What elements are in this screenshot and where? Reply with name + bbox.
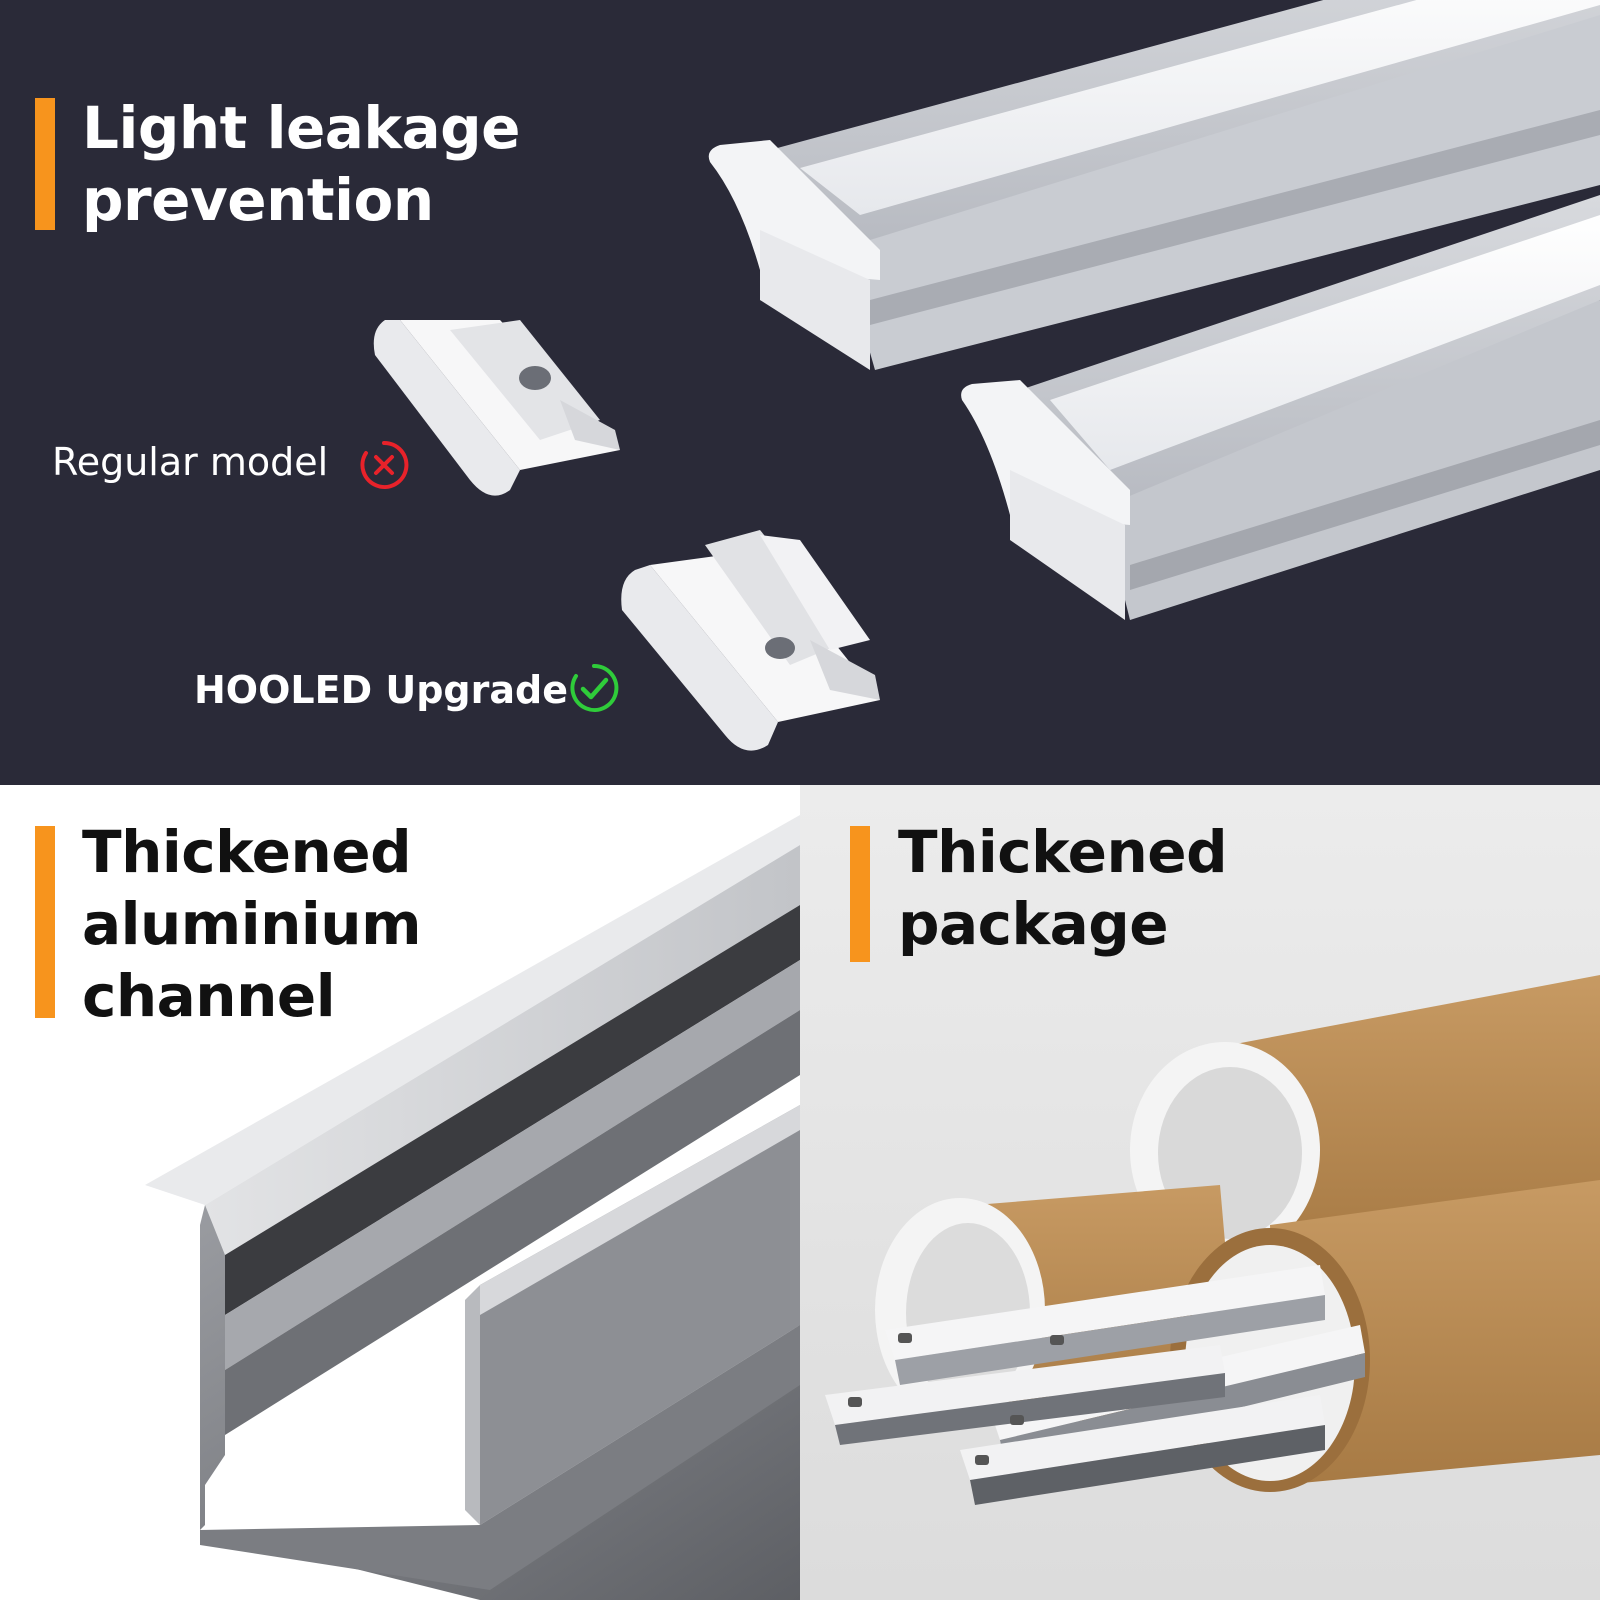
packed-channels: [825, 1265, 1365, 1505]
heading-thickened-channel: Thickened aluminium channel: [82, 816, 422, 1032]
package-tubes-illustration: [825, 975, 1600, 1505]
thickened-package-panel: Thickened package: [800, 785, 1600, 1600]
accent-bar: [35, 826, 55, 1018]
accent-bar: [35, 98, 55, 230]
heading-thickened-package: Thickened package: [898, 816, 1228, 960]
heading-light-leakage: Light leakage prevention: [82, 92, 521, 236]
heading-line: package: [898, 890, 1169, 958]
heading-line: Thickened: [82, 818, 412, 886]
accent-bar: [850, 826, 870, 962]
hooled-upgrade-label: HOOLED Upgrade: [194, 668, 568, 712]
heading-line: Light leakage: [82, 94, 521, 162]
aluminium-profile-illustration: [145, 815, 800, 1600]
heading-line: aluminium: [82, 890, 422, 958]
heading-line: Thickened: [898, 818, 1228, 886]
thickened-channel-panel: Thickened aluminium channel: [0, 785, 800, 1600]
heading-line: prevention: [82, 166, 434, 234]
cross-circle-icon: [360, 440, 409, 489]
light-leakage-panel: Light leakage prevention Regular model H…: [0, 0, 1600, 785]
end-cap-upgraded: [621, 530, 880, 751]
check-circle-icon: [570, 663, 619, 712]
regular-model-label: Regular model: [52, 440, 329, 484]
channel-upper: [708, 0, 1600, 370]
heading-line: channel: [82, 962, 336, 1030]
channel-lower: [961, 195, 1600, 620]
end-cap-regular: [373, 320, 620, 496]
aluminium-channels-illustration: [373, 0, 1600, 751]
